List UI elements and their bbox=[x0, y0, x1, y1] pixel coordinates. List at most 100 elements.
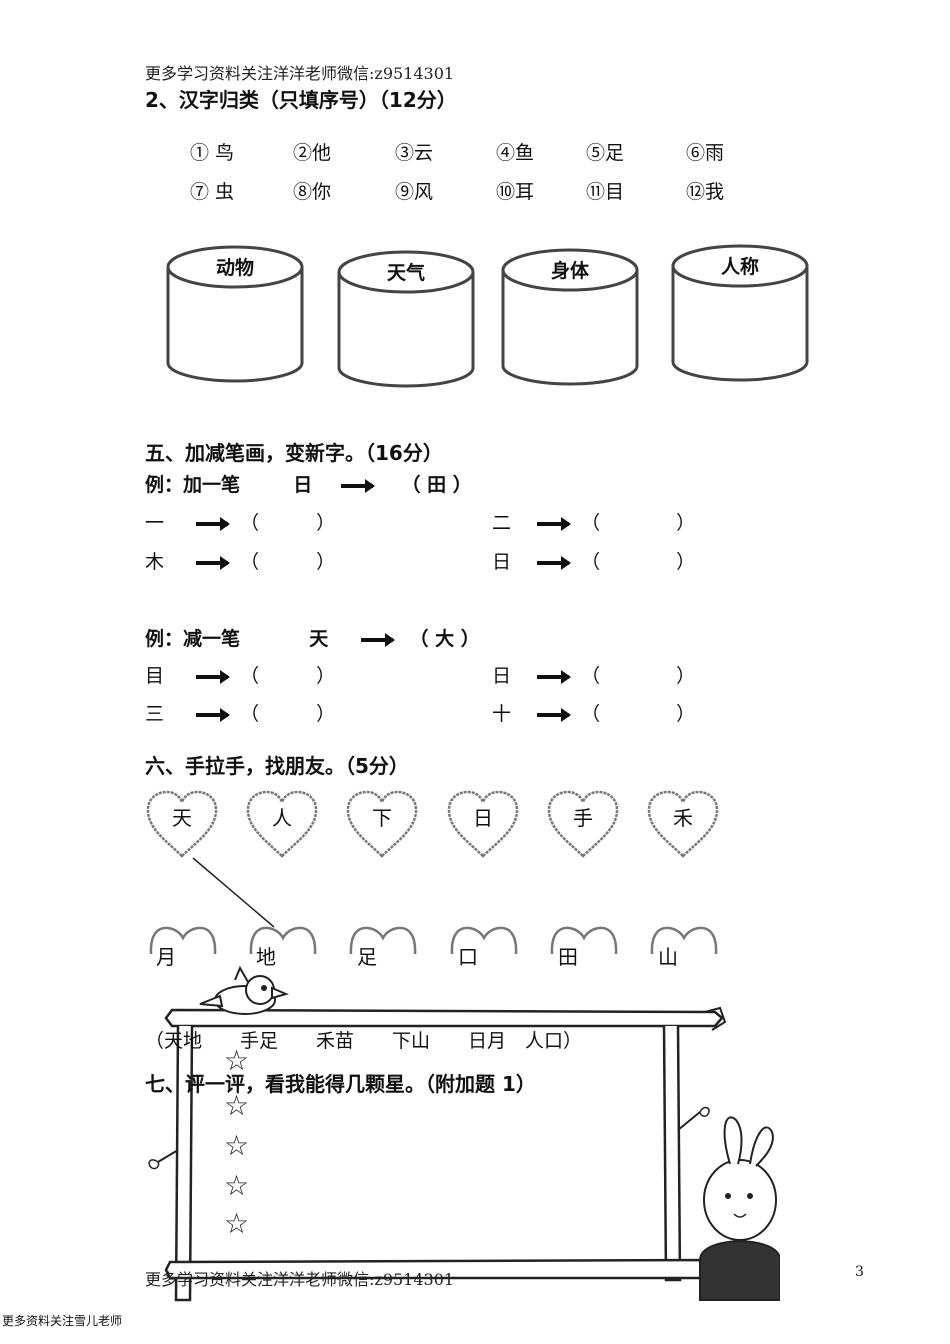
item-4: ④鱼 bbox=[496, 142, 535, 164]
row-blank[interactable]: （ ） bbox=[240, 665, 336, 687]
example-sub-to: （ 大 ） bbox=[409, 628, 480, 650]
bucket-shape bbox=[671, 244, 809, 382]
item-2: ②他 bbox=[293, 142, 332, 164]
bottom-char-4[interactable]: 口 bbox=[458, 945, 478, 969]
heart-top-4[interactable]: 日 bbox=[446, 790, 520, 860]
half-heart-icon bbox=[348, 924, 418, 956]
bucket-label: 身体 bbox=[550, 260, 589, 282]
corner-note: 更多资料关注雪儿老师 bbox=[2, 1314, 123, 1328]
half-heart-icon bbox=[649, 924, 719, 956]
star-icon[interactable]: ☆ bbox=[224, 1207, 250, 1240]
page-footer-text: 更多学习资料关注洋洋老师微信:z9514301 bbox=[145, 1270, 455, 1289]
row-blank[interactable]: （ ） bbox=[581, 512, 696, 534]
arrow-icon bbox=[537, 708, 572, 722]
item-11: ⑪目 bbox=[586, 181, 625, 203]
half-heart-icon bbox=[449, 924, 519, 956]
bucket-shape bbox=[337, 250, 475, 388]
star-icon[interactable]: ☆ bbox=[224, 1129, 250, 1162]
arrow-icon bbox=[360, 632, 395, 647]
wooden-frame-illustration bbox=[148, 965, 780, 1302]
heart-top-1[interactable]: 天 bbox=[145, 790, 219, 860]
row-from: 三 bbox=[145, 703, 165, 725]
star-icon[interactable]: ☆ bbox=[224, 1169, 250, 1202]
row-from: 日 bbox=[492, 551, 512, 573]
add-row-1: 一 （ ） bbox=[145, 508, 335, 535]
heart-top-2[interactable]: 人 bbox=[245, 790, 319, 860]
heart-top-3[interactable]: 下 bbox=[345, 790, 419, 860]
arrow-icon bbox=[537, 556, 572, 570]
row-blank[interactable]: （ ） bbox=[581, 665, 696, 687]
section6-title: 六、手拉手，找朋友。（5分） bbox=[145, 754, 409, 778]
heart-label: 人 bbox=[272, 806, 292, 830]
row-blank[interactable]: （ ） bbox=[581, 551, 696, 573]
heart-top-5[interactable]: 手 bbox=[546, 790, 620, 860]
bottom-char-2[interactable]: 地 bbox=[256, 945, 276, 969]
example-add-from: 日 bbox=[293, 474, 313, 496]
heart-icon bbox=[346, 790, 418, 858]
half-heart-icon bbox=[549, 924, 619, 956]
row-blank[interactable]: （ ） bbox=[581, 703, 696, 725]
row-from: 日 bbox=[492, 665, 512, 687]
arrow-icon bbox=[340, 478, 375, 493]
example-add: 例：加一笔 日 （ 田 ） bbox=[145, 470, 472, 497]
bucket-body: 身体 bbox=[500, 248, 640, 388]
row-from: 一 bbox=[145, 512, 165, 534]
bottom-char-1[interactable]: 月 bbox=[156, 945, 176, 969]
bucket-weather: 天气 bbox=[336, 250, 476, 390]
bottom-char-6[interactable]: 山 bbox=[658, 945, 678, 969]
heart-icon bbox=[547, 790, 619, 858]
heart-icon bbox=[647, 790, 719, 858]
arrow-icon bbox=[196, 556, 231, 570]
item-9: ⑨风 bbox=[395, 181, 434, 203]
example-sub-from: 天 bbox=[309, 628, 329, 650]
star-icon[interactable]: ☆ bbox=[224, 1089, 250, 1122]
bucket-person: 人称 bbox=[670, 244, 810, 384]
page-header-text: 更多学习资料关注洋洋老师微信:z9514301 bbox=[145, 64, 455, 83]
add-row-2: 二 （ ） bbox=[492, 508, 695, 535]
item-8: ⑧你 bbox=[293, 181, 332, 203]
row-from: 目 bbox=[145, 665, 165, 687]
arrow-icon bbox=[196, 670, 231, 684]
row-blank[interactable]: （ ） bbox=[240, 512, 336, 534]
example-add-label: 例：加一笔 bbox=[145, 474, 241, 496]
bottom-char-3[interactable]: 足 bbox=[357, 945, 377, 969]
arrow-icon bbox=[537, 517, 572, 531]
item-3: ③云 bbox=[395, 142, 434, 164]
example-sub: 例：减一笔 天 （ 大 ） bbox=[145, 624, 480, 651]
item-5: ⑤足 bbox=[586, 142, 625, 164]
bucket-label: 动物 bbox=[215, 257, 254, 279]
row-blank[interactable]: （ ） bbox=[240, 703, 336, 725]
heart-top-6[interactable]: 禾 bbox=[646, 790, 720, 860]
half-heart-icon bbox=[148, 924, 218, 956]
add-row-3: 木 （ ） bbox=[145, 547, 335, 574]
arrow-icon bbox=[196, 708, 231, 722]
bottom-char-5[interactable]: 田 bbox=[558, 945, 578, 969]
item-6: ⑥雨 bbox=[686, 142, 725, 164]
row-from: 二 bbox=[492, 512, 512, 534]
sub-row-3: 三 （ ） bbox=[145, 699, 335, 726]
bucket-shape bbox=[166, 245, 304, 383]
bucket-animals: 动物 bbox=[165, 245, 305, 385]
section7-title: 七、评一评，看我能得几颗星。（附加题 1） bbox=[145, 1072, 536, 1096]
item-1: ① 鸟 bbox=[190, 142, 235, 164]
star-icon[interactable]: ☆ bbox=[224, 1044, 250, 1077]
heart-icon bbox=[246, 790, 318, 858]
heart-icon bbox=[146, 790, 218, 858]
heart-label: 下 bbox=[372, 806, 392, 830]
row-from: 十 bbox=[492, 703, 512, 725]
example-add-to: （ 田 ） bbox=[401, 474, 472, 496]
row-blank[interactable]: （ ） bbox=[240, 551, 336, 573]
heart-label: 手 bbox=[573, 806, 593, 830]
heart-icon bbox=[447, 790, 519, 858]
match-line bbox=[192, 857, 275, 928]
bucket-shape bbox=[501, 248, 639, 386]
sub-row-4: 十 （ ） bbox=[492, 699, 695, 726]
answer-hint: （天地 手足 禾苗 下山 日月 人口） bbox=[145, 1030, 583, 1052]
half-heart-icon bbox=[248, 924, 318, 956]
heart-label: 天 bbox=[172, 806, 192, 830]
sub-row-1: 目 （ ） bbox=[145, 661, 335, 688]
heart-label: 禾 bbox=[673, 806, 693, 830]
row-from: 木 bbox=[145, 551, 165, 573]
add-row-4: 日 （ ） bbox=[492, 547, 695, 574]
page-number: 3 bbox=[855, 1264, 864, 1280]
